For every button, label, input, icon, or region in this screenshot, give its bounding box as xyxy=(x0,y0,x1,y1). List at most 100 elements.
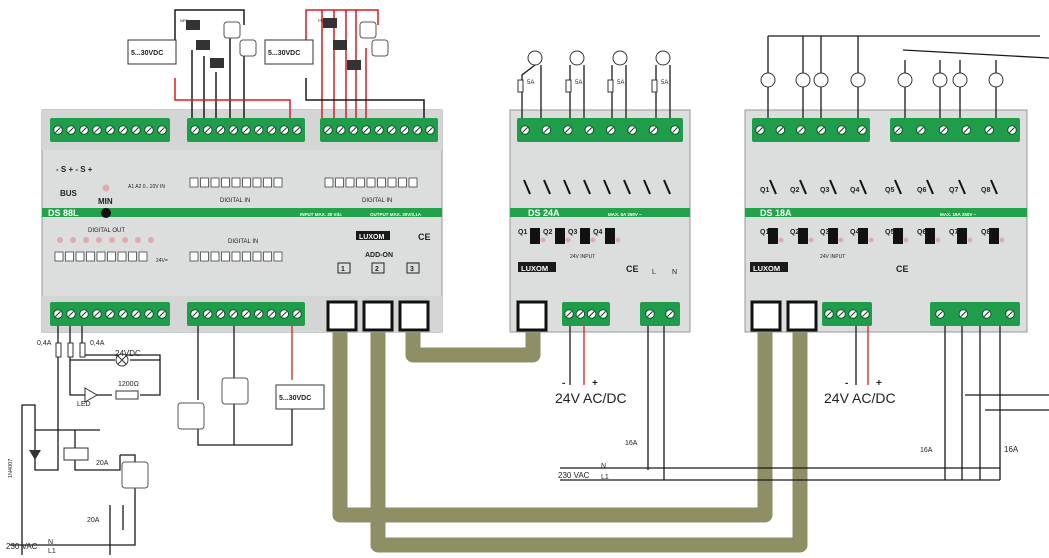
input-pin-icon xyxy=(387,177,397,188)
relay-contact-icon xyxy=(769,179,777,195)
addon-rj-port-3[interactable] xyxy=(398,300,430,332)
psu-box-1: 5...30VDC xyxy=(127,39,177,65)
ds24a-rating: MAX. 5A 250V ~ xyxy=(608,212,642,217)
ds88l-top-pins: - S + - S + xyxy=(56,165,93,174)
input-pin-icon xyxy=(356,177,365,188)
input-wiring-top xyxy=(174,9,425,118)
relay-contact-icon xyxy=(603,179,611,195)
psu-box-2: 5...30VDC xyxy=(264,39,314,65)
ds24a-brand: LUXOM xyxy=(521,264,548,273)
channel-label: Q2 xyxy=(790,229,799,236)
addon-rj-port-1[interactable] xyxy=(326,300,358,332)
channel-led-icon xyxy=(565,237,571,243)
input-pin-icon xyxy=(221,177,230,188)
contact-label: Q7 xyxy=(949,187,958,194)
ds18a-bus-port-1[interactable] xyxy=(750,300,782,332)
min-button[interactable] xyxy=(101,208,111,218)
ds88l-name: DS 88L xyxy=(48,208,79,218)
ds18a-lamp-wiring xyxy=(767,35,1049,480)
manual-switch-icon xyxy=(798,228,808,244)
fuse-5a-label-3: 5A xyxy=(617,80,624,86)
manual-switch-icon xyxy=(893,228,903,244)
input-pin-icon xyxy=(377,177,386,188)
input-pin-icon xyxy=(335,177,344,188)
channel-label: Q6 xyxy=(917,229,926,236)
ds24a-bus-port[interactable] xyxy=(516,300,548,332)
ds18a-ce: CE xyxy=(896,264,909,274)
relay-contact-icon xyxy=(990,179,998,195)
input-pin-icon xyxy=(189,177,199,188)
min-led-icon xyxy=(102,184,110,192)
ds24a-module: DS 24A MAX. 5A 250V ~ 24V INPUT LUXOM CE… xyxy=(509,109,691,333)
manual-switch-icon xyxy=(989,228,999,244)
ds24a-ce: CE xyxy=(626,264,639,274)
channel-label: Q3 xyxy=(568,229,577,236)
ds88l-output-rating: OUTPUT MAX. 30V/0,1A xyxy=(370,212,422,217)
ds88l-analog-label: A1 A2 0...10V IN xyxy=(128,184,165,190)
fuse-04a-label-1: 0,4A xyxy=(37,340,52,347)
relay-contact-icon xyxy=(583,179,591,195)
input-pin-icon xyxy=(366,177,376,188)
lamp-24vdc-label: 24VDC xyxy=(115,349,141,358)
fuse-icon xyxy=(55,342,86,358)
relay-contact-icon xyxy=(859,179,867,195)
resistor-icon xyxy=(115,390,139,400)
input-pin-icon xyxy=(273,177,283,188)
manual-switch-icon xyxy=(925,228,935,244)
channel-label: Q2 xyxy=(543,229,552,236)
relay-coil-icon xyxy=(63,447,89,461)
bus-cables xyxy=(332,304,808,553)
channel-led-icon xyxy=(590,237,596,243)
input-pin-icon xyxy=(221,251,230,262)
resistor-label: 1200Ω xyxy=(118,381,139,388)
ds88l-input-rating: INPUT MAX. 30 Vdc xyxy=(300,212,342,217)
psu-3-label: 5...30VDC xyxy=(279,395,311,402)
supply-1-minus: - xyxy=(562,378,565,389)
channel-label: Q4 xyxy=(850,229,859,236)
input-pin-icon xyxy=(128,251,137,262)
ds88l-digital-out: DIGITAL OUT xyxy=(88,228,125,234)
addon-port-labels: 1 2 3 xyxy=(337,262,420,274)
ds18a-module: DS 18A MAX. 16A 250V ~ 24V INPUT LUXOM C… xyxy=(744,109,1028,333)
mains-1-label: 230 VAC xyxy=(6,542,38,551)
channel-label: Q5 xyxy=(885,229,894,236)
ds88l-addon: ADD-ON xyxy=(365,252,393,259)
ds88l-digital-in-1: DIGITAL IN xyxy=(220,198,250,204)
addon-rj-port-2[interactable] xyxy=(362,300,394,332)
channel-led-icon xyxy=(778,237,784,243)
input-pin-icon xyxy=(75,251,85,262)
relay-contact-icon xyxy=(663,179,671,195)
relay-contact-icon xyxy=(523,179,531,195)
output-led-icon xyxy=(122,237,128,243)
breaker-16a-label-2: 16A xyxy=(920,447,933,454)
psu-1-label: 5...30VDC xyxy=(131,50,163,57)
output-led-icon xyxy=(70,237,76,243)
input-pin-icon xyxy=(324,177,334,188)
mains-1-n: N xyxy=(48,539,53,546)
supply-1-plus: + xyxy=(592,378,598,389)
ds24a-luxom-logo xyxy=(518,262,556,272)
input-pin-icon xyxy=(263,251,272,262)
relay-contact-icon xyxy=(799,179,807,195)
output-led-icon xyxy=(83,237,89,243)
ds18a-bus-port-2[interactable] xyxy=(786,300,818,332)
ds18a-brand: LUXOM xyxy=(753,264,780,273)
ds24a-name: DS 24A xyxy=(528,208,560,218)
ds88l-min-label: MIN xyxy=(98,197,113,206)
output-led-icon xyxy=(96,237,102,243)
ds24a-l: L xyxy=(652,269,656,276)
output-circuit xyxy=(10,326,293,555)
contact-label: Q8 xyxy=(981,187,990,194)
supply-2-plus: + xyxy=(876,378,882,389)
relay-contact-icon xyxy=(894,179,902,195)
channel-led-icon xyxy=(999,237,1005,243)
input-pin-icon xyxy=(231,251,241,262)
contact-label: Q3 xyxy=(820,187,829,194)
sensor-icon xyxy=(223,21,389,57)
channel-led-icon xyxy=(868,237,874,243)
npn-label: NPN xyxy=(180,18,189,23)
output-led-icon xyxy=(109,237,115,243)
diode-icon xyxy=(29,450,41,460)
